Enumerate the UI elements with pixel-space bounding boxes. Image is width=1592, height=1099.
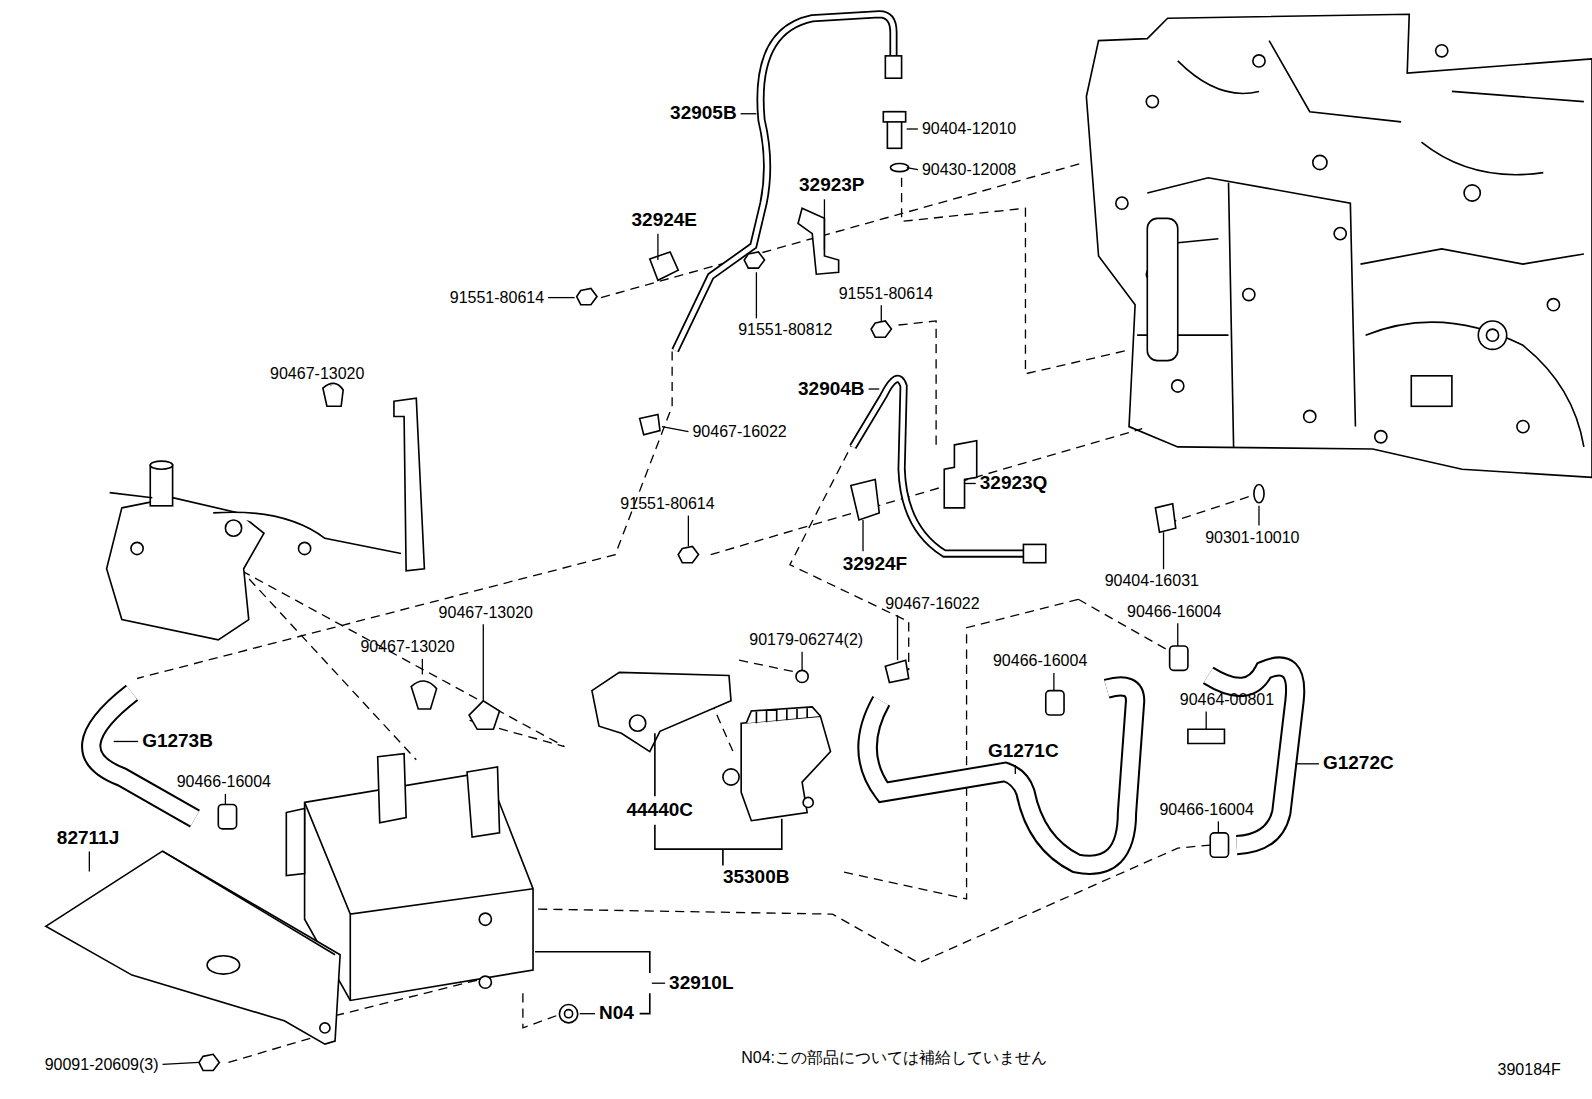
leader-line — [89, 851, 90, 871]
callout-number: 90430-12008 — [922, 161, 1016, 179]
callout-number: G1271C — [988, 741, 1059, 762]
leader-line — [1258, 506, 1259, 526]
leader-line — [756, 272, 757, 318]
callout-number: G1273B — [142, 731, 213, 752]
leader-line — [897, 615, 898, 660]
cooler-cover — [46, 851, 340, 1044]
callout-number: 90467-13020 — [270, 365, 364, 383]
transaxle-figure — [1086, 14, 1592, 477]
leader-line — [1015, 765, 1016, 774]
leader-line — [1163, 532, 1164, 569]
leader-line — [580, 1013, 595, 1014]
callout-number: 90467-13020 — [439, 604, 533, 622]
valve-figure — [592, 672, 831, 820]
leader-line — [548, 297, 575, 298]
callout-number: 90467-16022 — [885, 595, 979, 613]
callout-number: 91551-80614 — [620, 495, 714, 513]
leader-line — [114, 741, 138, 742]
callout-number: 90301-10010 — [1205, 529, 1299, 547]
callout-number: 32923P — [799, 175, 865, 196]
callout-number: 90467-13020 — [360, 638, 454, 656]
callout-number: 32924F — [843, 554, 907, 575]
leader-line — [662, 427, 688, 432]
leader-line — [225, 794, 226, 805]
pump-figure — [107, 398, 425, 640]
callout-number: 90091-20609(3) — [45, 1056, 159, 1074]
brackets-and-fasteners — [199, 208, 1224, 1070]
callout-number: 91551-80614 — [839, 285, 933, 303]
leader-line — [1296, 763, 1319, 764]
leader-line — [483, 624, 484, 701]
callout-number: 91551-80614 — [450, 289, 544, 307]
callout-number: 32905B — [670, 103, 737, 124]
leader-line — [741, 113, 757, 114]
callout-number: 90466-16004 — [993, 652, 1087, 670]
leader-line — [652, 983, 665, 984]
leader-line — [965, 483, 976, 484]
callout-number: 90466-16004 — [177, 773, 271, 791]
leader-line — [881, 305, 882, 321]
leader-line — [657, 234, 658, 260]
callout-number: 82711J — [57, 828, 119, 849]
callout-number: 32923Q — [980, 473, 1048, 494]
callout-number: 90467-16022 — [692, 423, 786, 441]
leader-line — [1206, 712, 1207, 730]
callout-number: 90466-16004 — [1159, 801, 1253, 819]
callout-number: 32924E — [632, 210, 698, 231]
callout-number: 90404-16031 — [1105, 572, 1199, 590]
oil-pipe — [853, 379, 1264, 563]
callout-number: 32904B — [798, 379, 865, 400]
callout-number: 32910L — [669, 973, 733, 994]
callout-number: 44440C — [626, 800, 693, 821]
leader-line — [862, 520, 863, 551]
leader-line — [824, 199, 825, 250]
leader-line — [163, 1062, 199, 1064]
callout-number: G1272C — [1323, 753, 1394, 774]
leader-line — [1177, 623, 1178, 646]
leader-line — [1053, 673, 1054, 691]
leader-line — [801, 652, 802, 671]
callout-number: 390184F — [1498, 1061, 1561, 1079]
callout-number: 35300B — [723, 867, 790, 888]
leader-line — [907, 168, 918, 170]
callout-number: 91551-80812 — [738, 321, 832, 339]
leader-line — [907, 128, 918, 129]
callout-number: 90179-06274(2) — [749, 631, 863, 649]
callout-number: 90404-12010 — [922, 120, 1016, 138]
leader-line — [1218, 821, 1219, 833]
leader-line — [869, 388, 880, 389]
callout-number: N04 — [599, 1003, 634, 1024]
leader-line — [330, 385, 331, 387]
callout-number: 90464-00801 — [1180, 691, 1274, 709]
coolant-hose — [91, 667, 1295, 865]
leader-line — [688, 516, 689, 547]
assembly-lines — [137, 163, 1255, 1063]
callout-number: N04:この部品については補給していません — [741, 1049, 1047, 1067]
leader-line — [422, 659, 423, 675]
callout-number: 90466-16004 — [1127, 603, 1221, 621]
